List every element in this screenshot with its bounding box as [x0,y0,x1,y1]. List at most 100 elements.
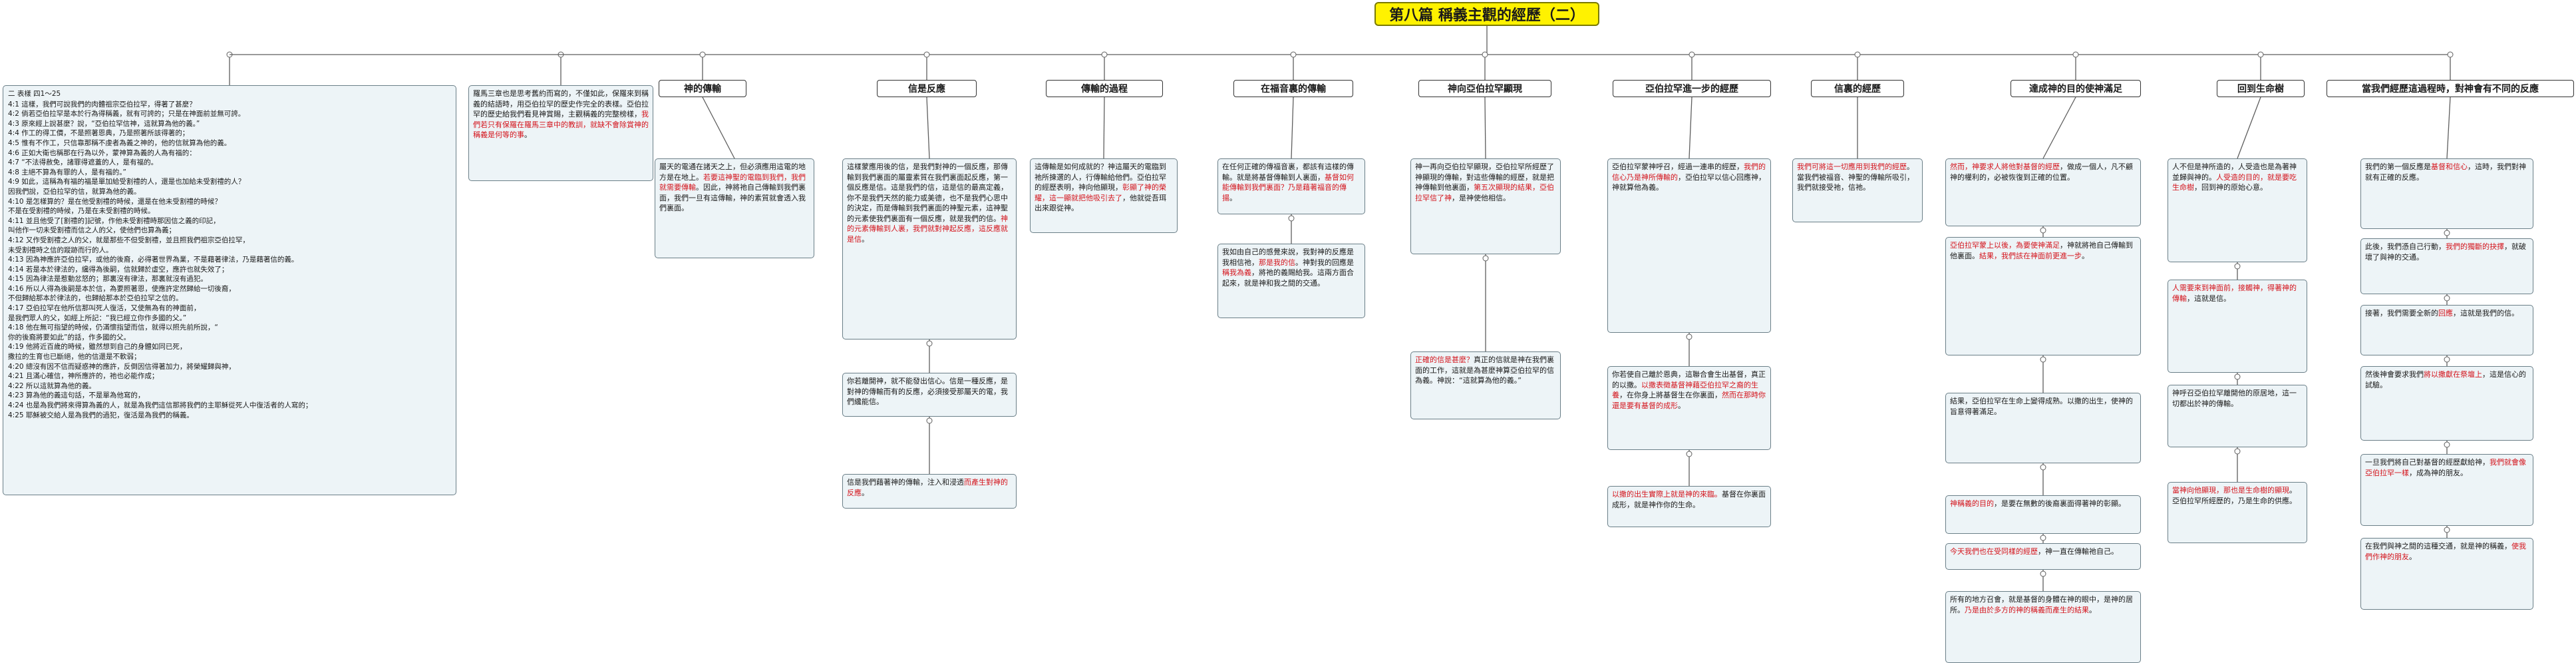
junction-dot [1689,51,1695,58]
highlight-text: 回應 [2438,309,2453,318]
junction-dot [923,51,930,58]
junction-dot [2447,51,2454,58]
verse-line: 4:17 亞伯拉罕在他所信那叫死人復活，又使無為有的神面前， [8,304,201,313]
topic-node: 達成神的目的使神滿足 [2011,80,2141,97]
body-text: ，神就將祂自己傳輸到他裏面。 [1950,241,2133,260]
body-text: ，這時，我們對神就有正確的反應。 [2365,162,2526,182]
highlight-text: 將以撒獻在祭壇上 [2424,370,2482,379]
body-text: ，將祂的義賜給我。這兩方面合起來，就是神和我之間的交通。 [1222,268,1354,288]
note-box: 你若離開神，就不能發出信心。信是一種反應，是對神的傳輸而有的反應，必須接受那屬天… [842,373,1017,417]
highlight-text: 結果，我們該在神面前更進一步 [1979,251,2082,260]
verse-line: 4:6 正如大衛也稱那在行為以外，蒙神算為義的人為有福的： [8,148,196,157]
highlight-text: 我們的信心乃是神所傳輸的 [1612,162,1766,182]
highlight-text: 當神向他顯現，那也是生命樹的顯現 [2172,486,2289,495]
highlight-text: 人受造的目的，就是要吃生命樹 [2172,172,2297,192]
junction-dot [1482,255,1489,262]
junction-dot [1290,51,1297,58]
body-text: 你若使自己離於恩典，這聯合會生出基督，真正的以撒。 [1612,370,1766,389]
topic-node: 信是反應 [877,80,977,97]
note-box: 我們的第一個反應是基督和信心，這時，我們對神就有正確的反應。 [2360,158,2533,229]
verse-line: 撒拉的生育也已斷絕，他的信還是不軟弱； [8,353,141,361]
verse-line: 4:3 原來經上說甚麼？說，“亞伯拉罕信神，這就算為他的義。” [8,119,200,128]
topic-node: 神的傳輸 [659,80,746,97]
body-text: 神呼召亞伯拉罕離開他的原居地，這一切都出於神的傳輸。 [2172,389,2297,408]
topic-to-note-line [1484,97,1486,159]
highlight-text: 以撒的出生實際上就是神的來臨。 [1612,490,1722,499]
verse-line: 4:23 算為他的義這句話，不是單為他寫的， [8,391,145,400]
body-text: 一旦我們將自己對基督的經歷獻給神， [2365,458,2490,467]
junction-dot [2040,570,2046,577]
body-text: 這傳輸是如何成就的？神這屬天的電臨到祂所揀選的人，行傳輸給他們。亞伯拉罕的經歷表… [1035,162,1166,192]
junction-dot [2444,527,2450,533]
body-text: ，就破壞了與神的交通。 [2365,242,2526,262]
body-text: 。 [2409,552,2416,561]
body-text: ，他就從吾珥出來跟從神。 [1035,193,1166,213]
verse-line: 4:15 因為律法是惹動忿怒的；那裏沒有律法，那裏就沒有過犯。 [8,275,208,284]
body-text: 在我們與神之間的這種交通，就是神的稱義， [2365,542,2511,551]
junction-dot [2444,356,2450,363]
body-text: ，是要在無數的後裔裏面得著神的彰顯。 [1994,499,2126,508]
body-text: ，在你身上將基督生在你裏面， [1619,391,1722,399]
highlight-text: 然而，神要求人將他對基督的經歷 [1950,162,2060,171]
verse-line: 4:24 也是為我們將來得算為義的人，就是為我們這信那將我們的主耶穌從死人中復活… [8,401,313,409]
verse-line: 4:5 惟有不作工，只信靠那稱不虔者為義之神的，他的信就算為他的義。 [8,138,232,147]
intro-note-box: 羅馬三章也是思考舊約而寫的，不僅如此，保羅來到稱義的結語時，用亞伯拉罕的歷史作完… [468,85,653,181]
note-box: 我們可將這一切應用到我們的經歷。當我們被福音、神聖的傳輸所吸引，我們就接受祂，信… [1792,158,1923,222]
body-text: ，亞伯拉罕以信心回應神，神就算他為義。 [1612,172,1766,192]
body-text: 在任何正確的傳福音裏，都該有這樣的傳輸。就是將基督傳輸到人裏面， [1222,162,1354,182]
verse-line: 4:18 他在無可指望的時候，仍滿懷指望而信，就得以照先前所說，“ [8,324,218,332]
note-box: 當神向他顯現，那也是生命樹的顯現。亞伯拉罕所經歷的，乃是生命的供應。 [2168,482,2307,543]
body-text: 結果，亞伯拉罕在生命上變得成熟。以撒的出生，使神的旨意得著滿足。 [1950,397,2133,416]
note-box: 我如由自己的感覺來說，我對神的反應是我相信祂，那是我的信。神對我的回應是稱我為義… [1217,244,1365,318]
body-text: 這樣蒙應用後的信，是我們對神的一個反應，那傳輸到我們裏面的屬靈素質在我們裏面起反… [847,162,1008,223]
topic-node: 亞伯拉罕進一步的經歷 [1613,80,1771,97]
highlight-text: 今天我們也在受同樣的經歷 [1950,547,2038,556]
verse-line: 4:9 如此，這稱為有福的福是單加給受割禮的人，還是也加給未受割禮的人？ [8,178,245,186]
highlight-text: 若要這神聖的電臨到我們，我們就需要傳輸 [659,172,806,192]
highlight-text: 而產生對神的反應 [847,478,1008,497]
verse-line: 叫他作一切未受割禮而信之人的父，使他們也算為義； [8,226,176,235]
topic-to-note-line [926,97,930,159]
body-text: 所有的地方召會，就是基督的身體在神的眼中，是神的居所。 [1950,595,2133,614]
note-box: 以撒的出生實際上就是神的來臨。基督在你裏面成形，就是神作你的生命。 [1607,486,1771,527]
verse-line: 4:20 總沒有因不信而疑惑神的應許，反倒因信得著加力，將榮耀歸與神， [8,362,236,371]
note-box: 所有的地方召會，就是基督的身體在神的眼中，是神的居所。乃是由於多方的神的稱義而產… [1945,591,2141,663]
junction-dot [1686,333,1692,340]
note-box: 然後神會要求我們將以撒獻在祭壇上，這是信心的試驗。 [2360,366,2533,441]
note-box: 這樣蒙應用後的信，是我們對神的一個反應，那傳輸到我們裏面的屬靈素質在我們裏面起反… [842,158,1017,339]
body-text: 。 [2082,251,2089,260]
body-text: 真正的信就是神在我們裏面的工作，這就是為甚麼神算亞伯拉罕的信為義。神說：“這就算… [1415,355,1554,385]
highlight-text: 彰顯了神的榮耀，這一顯就把他吸引去了 [1035,183,1166,202]
topic-node: 當我們經歷這過程時，對神會有不同的反應 [2327,80,2574,97]
body-text: 亞伯拉罕蒙神呼召，經過一連串的經歷， [1612,162,1744,171]
highlight-text: 我們若只有保羅在羅馬三章中的教訓，就缺不會除賞神的稱義是何等的事 [473,110,649,139]
body-text: 我如由自己的感覺來說，我對神的反應是我相信祂， [1222,248,1354,267]
verse-line: 4:4 作工的得工價，不是照著恩典，乃是照著所該得著的； [8,129,190,138]
body-text: ，回到神的原始心意。 [2194,183,2267,192]
note-box: 屬天的電通在諸天之上，但必須應用這電的地方是在地上。若要這神聖的電臨到我們，我們… [655,158,814,258]
highlight-text: 神稱義的目的 [1950,499,1994,508]
verse-line: 是我們眾人的父，如經上所記：“我已經立你作多國的父。” [8,314,187,322]
body-text: 神一再向亞伯拉罕顯現，亞伯拉罕所經歷了神顯現的傳輸，對這些傳輸的經歷，就是把神傳… [1415,162,1554,192]
body-text: 你若離開神，就不能發出信心。信是一種反應，是對神的傳輸而有的反應，必須接受那屬天… [847,377,1008,406]
body-text: 人不但是神所造的，人受造也是為著神並歸與神的。 [2172,162,2297,182]
junction-dot [2257,51,2264,58]
junction-dot [2040,356,2046,363]
verse-line: 4:21 且滿心確信，神所應許的，祂也必能作成； [8,372,159,381]
highlight-text: 正確的信是甚麼？ [1415,355,1474,364]
verse-line: 4:22 所以這就算為他的義。 [8,381,96,390]
diagram-title: 第八篇 稱義主觀的經歷（二） [1374,2,1599,26]
verse-line: 4:1 這樣，我們可說我們的肉體祖宗亞伯拉罕，得著了甚麼？ [8,100,196,109]
topic-to-note-line [702,97,735,159]
junction-dot [2444,295,2450,302]
topic-to-note-line [2446,97,2451,159]
body-text: 。 [1678,401,1685,410]
highlight-text: 我們可將這一切應用到我們的經歷 [1797,162,1907,171]
note-box: 人不但是神所造的，人受造也是為著神並歸與神的。人受造的目的，就是要吃生命樹，回到… [2168,158,2307,262]
highlight-text: 基督如何能傳輸到我們裏面？乃是藉著福音的傳揚 [1222,172,1354,202]
body-text: 。 [862,488,869,497]
highlight-text: 使我們作神的朋友 [2365,542,2526,561]
junction-dot [2234,448,2241,455]
